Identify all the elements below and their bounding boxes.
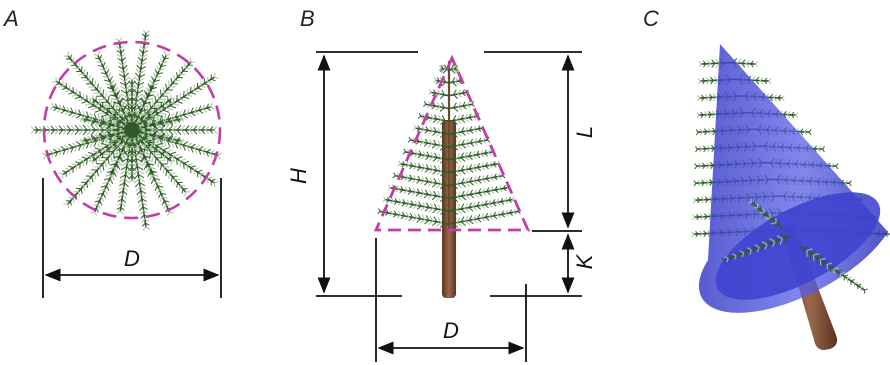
crown-diameter-label: D: [124, 246, 140, 271]
panel-a-top-view: D: [30, 29, 223, 298]
panel-label-a: A: [4, 6, 19, 31]
panel-b-side-view: H L K D: [286, 51, 597, 362]
stem-length-label: K: [572, 253, 597, 269]
tree-foliage-in-front-of-cone: [721, 199, 868, 294]
crown-width-label: D: [443, 318, 459, 343]
panel-label-b: B: [300, 6, 315, 31]
tree-crown-side-view: [377, 60, 521, 230]
tree-height-label: H: [286, 168, 311, 184]
tree-crown-top-view: [30, 29, 223, 231]
crown-projection-dashed-circle: [42, 40, 222, 220]
crown-length-label: L: [572, 126, 597, 138]
panel-c-cone-model: [691, 44, 890, 350]
crown-dashed-triangle: [373, 54, 531, 232]
panel-label-c: C: [643, 6, 659, 31]
cone-base-ellipse: [715, 192, 881, 300]
